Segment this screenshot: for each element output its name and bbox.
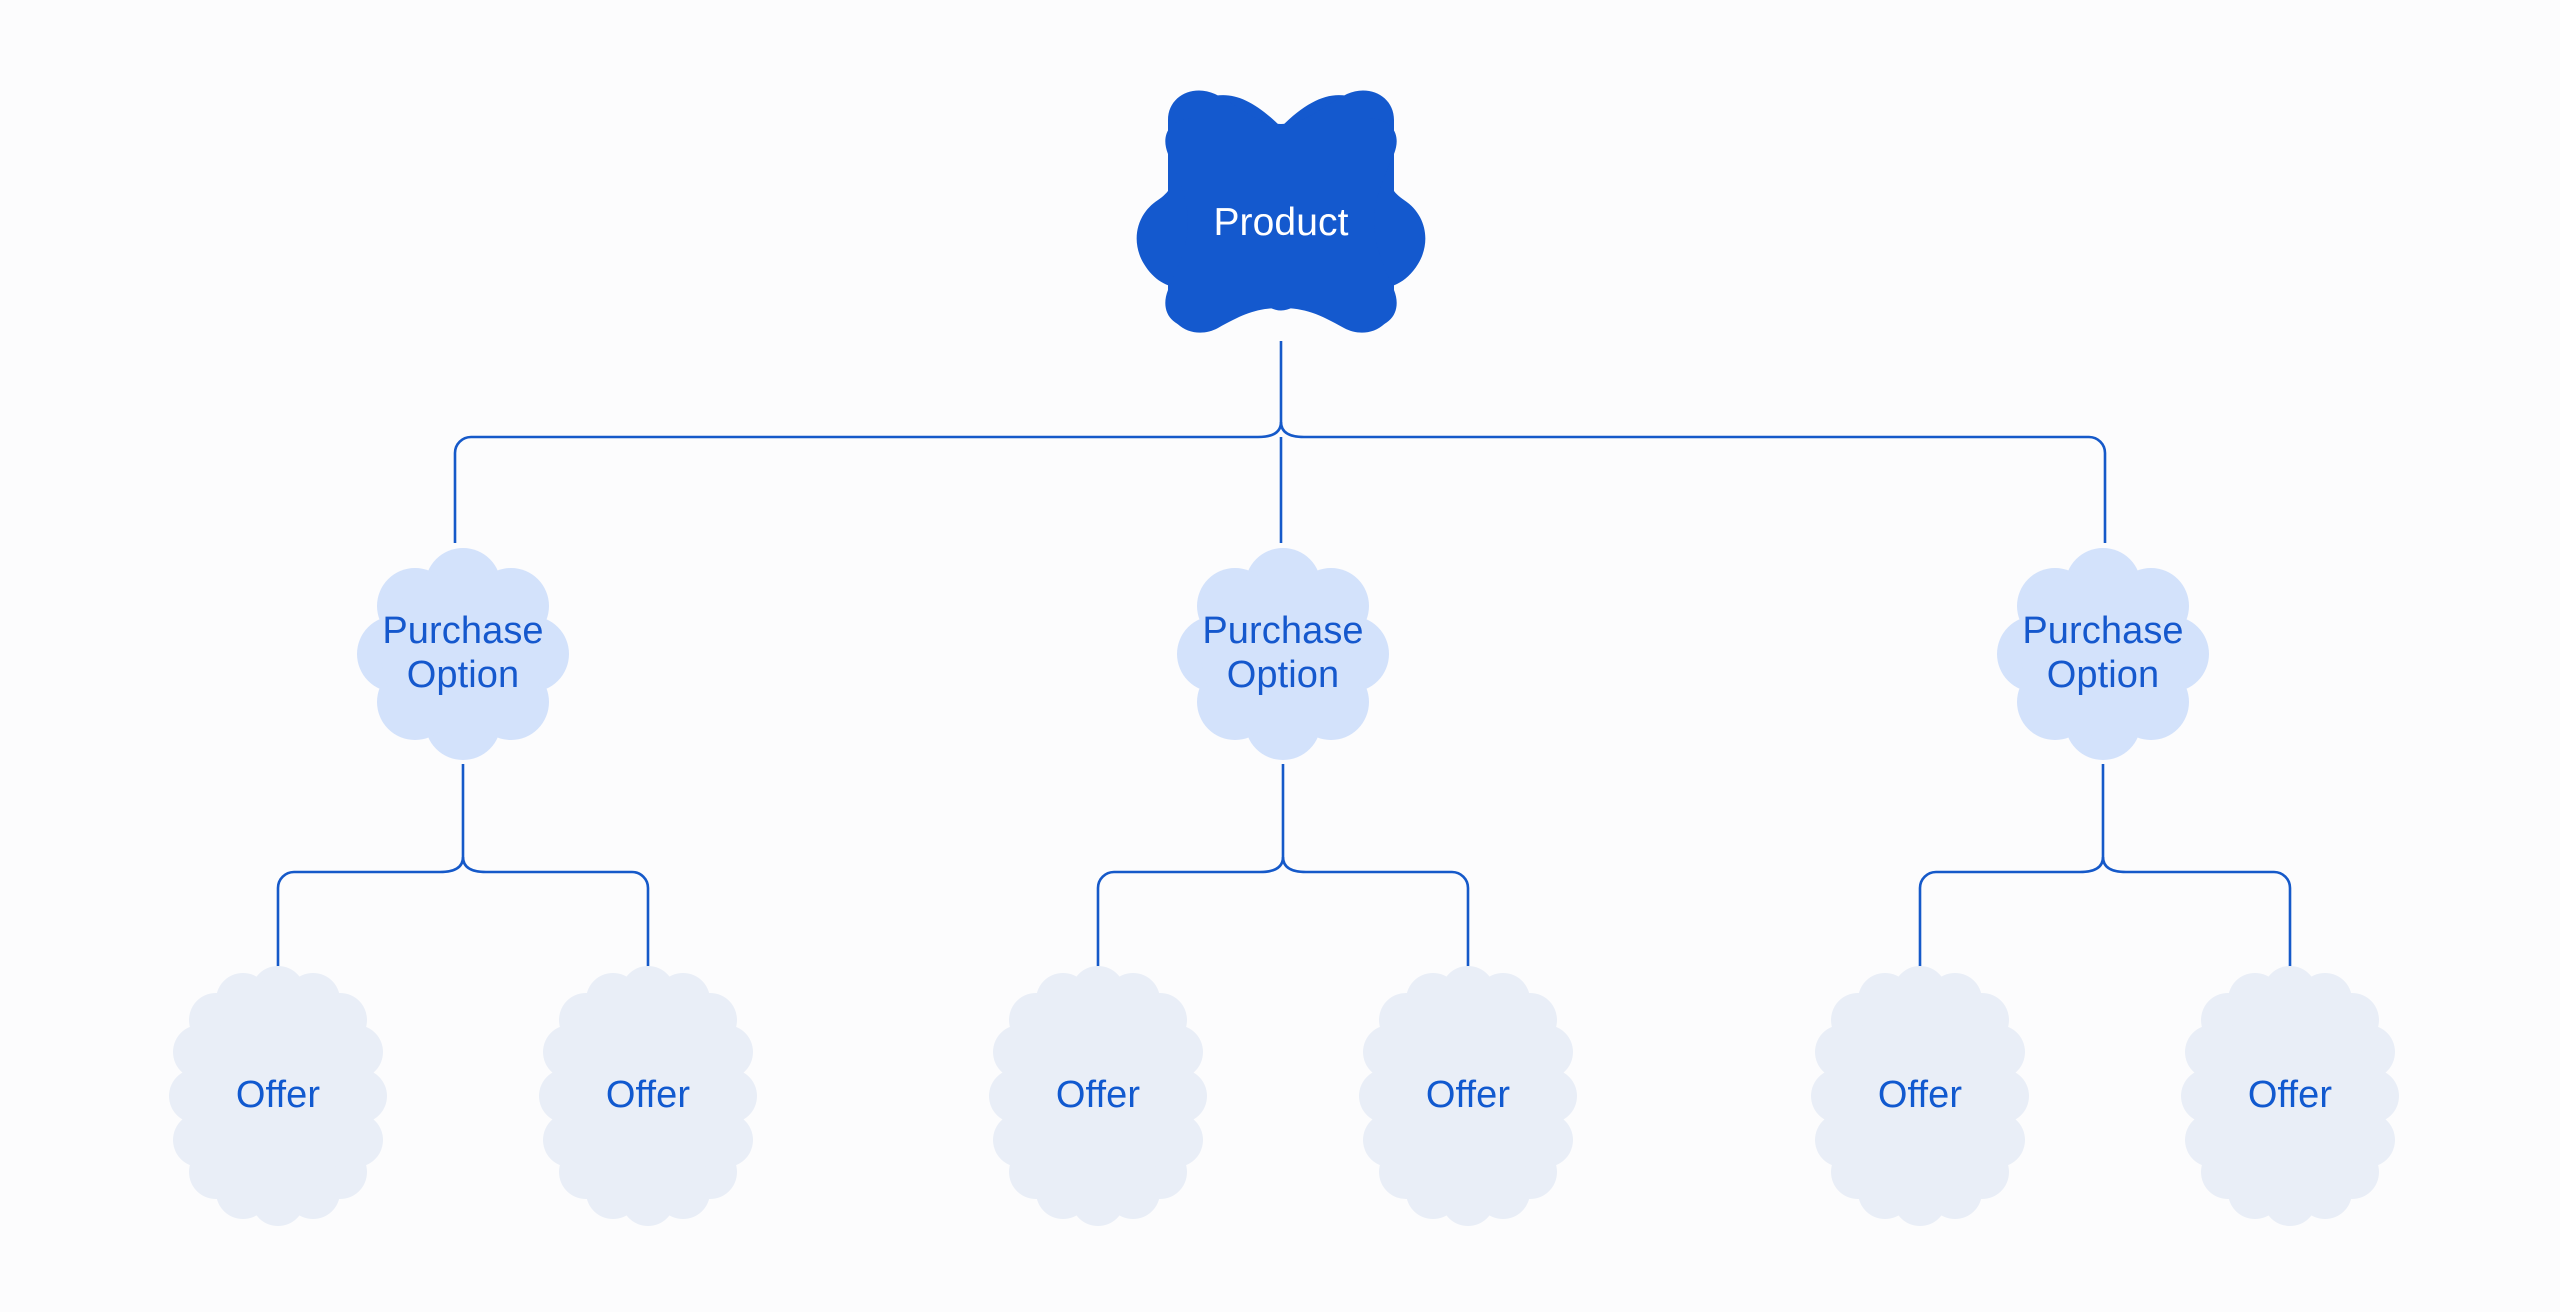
connector-group: [276, 341, 2292, 975]
offer-3-1-petals[interactable]: [1811, 966, 2029, 1226]
offer-2-1-petals[interactable]: [989, 966, 1207, 1226]
offer-3-2-petals[interactable]: [2181, 966, 2399, 1226]
edge-po2-fillet-left: [1259, 856, 1285, 874]
edge-po3-bus-right: [2126, 870, 2292, 975]
po2-petals[interactable]: [1177, 548, 1389, 760]
edge-po2-bus-left: [1096, 870, 1260, 975]
edge-product-fillet-left: [1257, 421, 1283, 439]
edge-po3-fillet-right: [2101, 856, 2127, 874]
node-purchase-option-3[interactable]: [1997, 548, 2209, 760]
product-blob-bottom-lobes[interactable]: [1168, 250, 1394, 333]
edge-po3-fillet-left: [2079, 856, 2105, 874]
offer-2-2-petals[interactable]: [1359, 966, 1577, 1226]
edge-po1-bus-right: [486, 870, 650, 975]
edge-top-bus-left: [453, 435, 1258, 543]
node-product[interactable]: [1136, 90, 1426, 333]
node-offer-3-2[interactable]: [2181, 966, 2399, 1226]
node-offer-2-1[interactable]: [989, 966, 1207, 1226]
offer-1-2-petals[interactable]: [539, 966, 757, 1226]
node-purchase-option-2[interactable]: [1177, 548, 1389, 760]
po3-petals[interactable]: [1997, 548, 2209, 760]
edge-product-fillet-right: [1279, 421, 1305, 439]
node-offer-1-1[interactable]: [169, 966, 387, 1226]
node-offer-2-2[interactable]: [1359, 966, 1577, 1226]
product-blob-right-lobe[interactable]: [1366, 118, 1397, 328]
product-blob-left-lobe[interactable]: [1165, 118, 1196, 328]
po1-petals[interactable]: [357, 548, 569, 760]
edge-po1-bus-left: [276, 870, 440, 975]
edge-top-bus-right: [1304, 435, 2107, 543]
edge-po3-bus-left: [1918, 870, 2080, 975]
node-offer-1-2[interactable]: [539, 966, 757, 1226]
offer-1-1-petals[interactable]: [169, 966, 387, 1226]
node-purchase-option-1[interactable]: [357, 548, 569, 760]
edge-po2-fillet-right: [1281, 856, 1307, 874]
node-offer-3-1[interactable]: [1811, 966, 2029, 1226]
edge-po1-fillet-right: [461, 856, 487, 874]
edge-po2-bus-right: [1306, 870, 1470, 975]
edge-po1-fillet-left: [439, 856, 465, 874]
